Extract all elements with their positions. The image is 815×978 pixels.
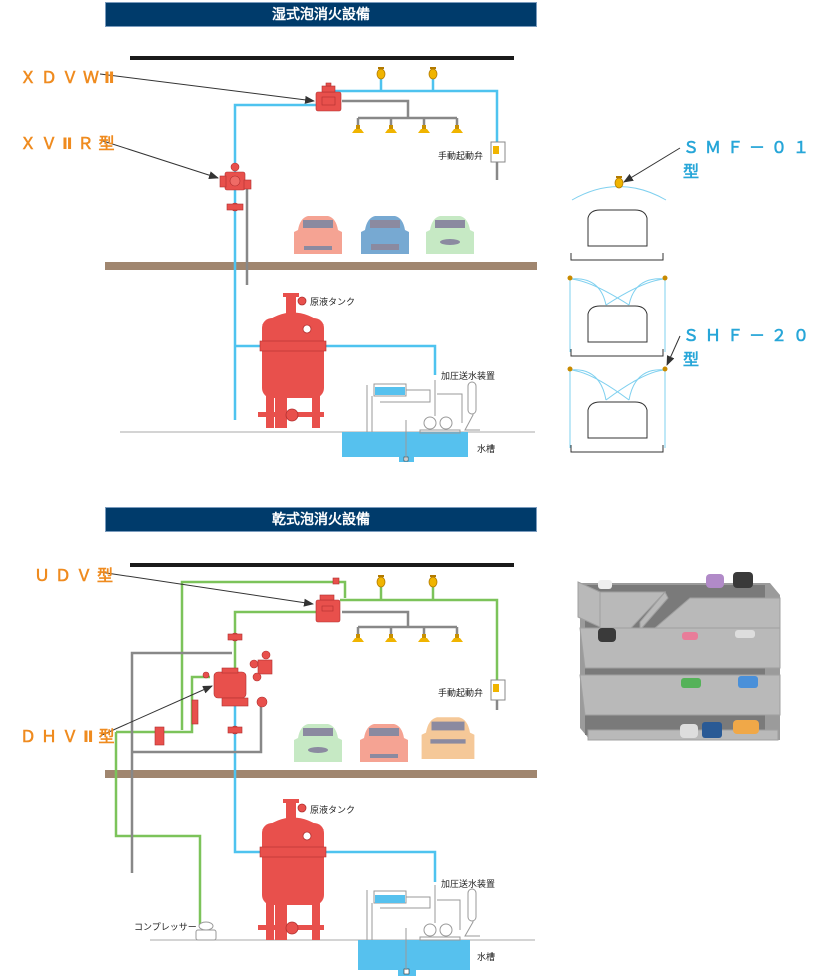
wet-floor: [105, 262, 537, 270]
dhvii-valve-icon: [154, 632, 273, 746]
xviir-label: ＸＶⅡＲ型: [20, 134, 120, 153]
foam-head-icon: [352, 634, 364, 642]
wet-foam-banner: 湿式泡消火設備: [105, 2, 537, 27]
wet-pump-unit-icon: [342, 380, 480, 462]
wet-car-2: [361, 216, 409, 254]
manual-valve-icon: [490, 679, 506, 701]
shf-head-icon: [662, 366, 668, 372]
shf-head-icon: [567, 275, 573, 281]
parking-diagram: [567, 147, 681, 453]
dry-water-tank-label: 水槽: [477, 953, 496, 963]
shf-head-icon: [662, 275, 668, 281]
dry-foam-banner: 乾式泡消火設備: [105, 507, 537, 532]
wet-pump-label: 加圧送水装置: [441, 372, 496, 382]
wet-foam-tank-icon: [258, 293, 327, 428]
dry-car-1: [294, 724, 342, 762]
dry-water-pipe: [233, 706, 437, 882]
udv-pointer-arrow: [99, 571, 314, 607]
dry-ceiling: [130, 563, 514, 567]
wet-tank-label: 原液タンク: [310, 298, 356, 308]
sprinkler-icon: [428, 66, 438, 80]
udv-label: ＵＤＶ型: [34, 566, 119, 585]
compressor-label: コンプレッサー: [134, 923, 197, 933]
foam-head-icon: [418, 634, 430, 642]
udv-valve-icon: [315, 577, 341, 623]
sprinkler-icon: [376, 574, 386, 588]
xviir-valve-icon: [219, 162, 252, 212]
sprinkler-icon: [376, 66, 386, 80]
foam-head-icon: [385, 125, 397, 133]
parking-building-illustration: [577, 572, 781, 741]
smf-pointer-arrow: [623, 147, 681, 183]
dry-car-3: [421, 717, 475, 759]
foam-head-icon: [352, 125, 364, 133]
wet-water-tank-label: 水槽: [477, 445, 496, 455]
compressor-icon: [195, 921, 217, 941]
manual-valve-icon: [490, 141, 506, 163]
xdvw-pointer-arrow: [99, 73, 315, 104]
xdvw-valve-icon: [315, 82, 342, 112]
foam-head-icon: [451, 125, 463, 133]
shf-head-icon: [567, 366, 573, 372]
dry-manual-valve-label: 手動起動弁: [438, 689, 484, 699]
dry-pump-label: 加圧送水装置: [441, 880, 496, 890]
dry-gray-pipe: [130, 610, 499, 873]
dry-car-2: [360, 724, 408, 762]
dhvii-pointer-arrow: [101, 685, 213, 736]
dry-pump-unit-icon: [358, 885, 480, 976]
wet-water-pipe: [233, 78, 499, 420]
sprinkler-icon: [428, 574, 438, 588]
smf-label: ＳＭＦ－０１型: [683, 138, 815, 181]
wet-car-1: [294, 216, 342, 254]
shf-label: ＳＨＦ－２０型: [683, 326, 815, 369]
wet-manual-valve-label: 手動起動弁: [438, 152, 484, 162]
dhvii-label: ＤＨＶⅡ型: [20, 727, 120, 746]
dry-foam-tank-icon: [258, 799, 327, 940]
dry-section: [105, 563, 537, 976]
wet-ceiling: [130, 56, 514, 60]
foam-head-icon: [451, 634, 463, 642]
wet-section: [105, 56, 537, 462]
shf-pointer-arrow: [666, 335, 681, 366]
smf-head-icon: [614, 175, 624, 189]
dry-floor: [105, 770, 537, 778]
xviir-pointer-arrow: [99, 139, 219, 180]
foam-head-icon: [385, 634, 397, 642]
wet-car-3: [426, 216, 474, 254]
wet-gray-pipe: [245, 99, 499, 285]
xdvw-label: ＸＤＶＷⅡ: [20, 68, 120, 87]
dry-tank-label: 原液タンク: [310, 806, 356, 816]
parked-car-icons: [598, 572, 759, 738]
foam-head-icon: [418, 125, 430, 133]
